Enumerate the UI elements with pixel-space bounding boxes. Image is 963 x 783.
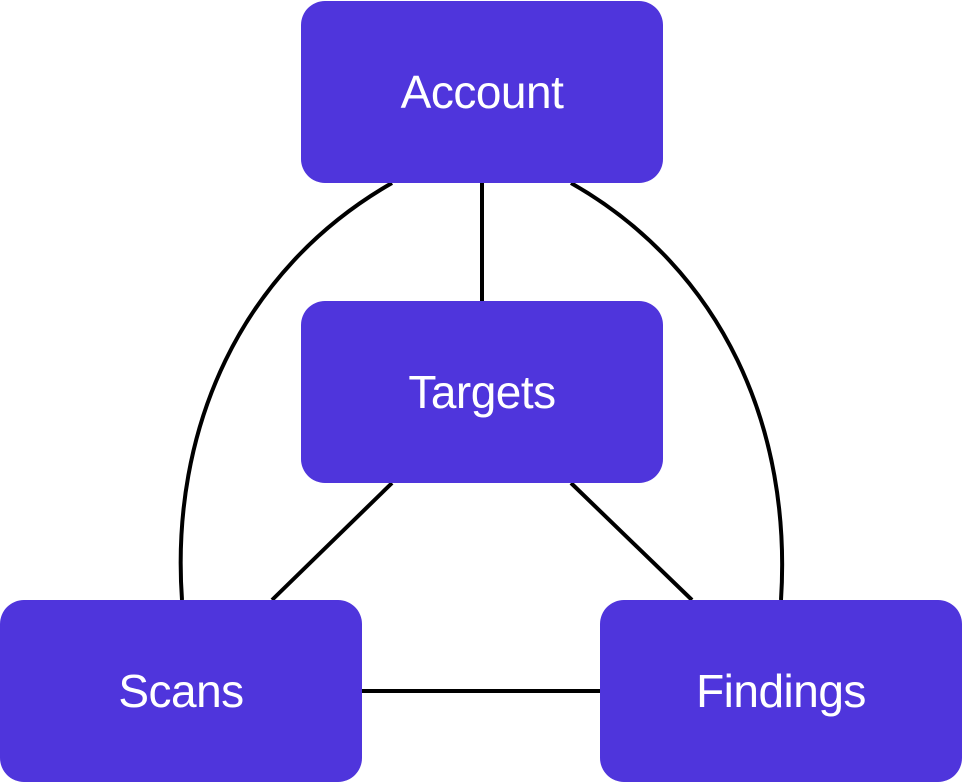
edge-account-findings <box>570 181 785 601</box>
node-label: Account <box>400 66 564 118</box>
node-label: Findings <box>696 665 866 717</box>
edge-targets-findings <box>569 481 694 602</box>
node-account: Account <box>301 1 663 183</box>
node-scans: Scans <box>0 600 362 782</box>
node-targets: Targets <box>301 301 663 483</box>
edge-account-scans <box>178 181 393 601</box>
node-label: Scans <box>118 665 244 717</box>
node-label: Targets <box>408 366 556 418</box>
edge-targets-scans <box>270 481 394 602</box>
node-findings: Findings <box>600 600 962 782</box>
